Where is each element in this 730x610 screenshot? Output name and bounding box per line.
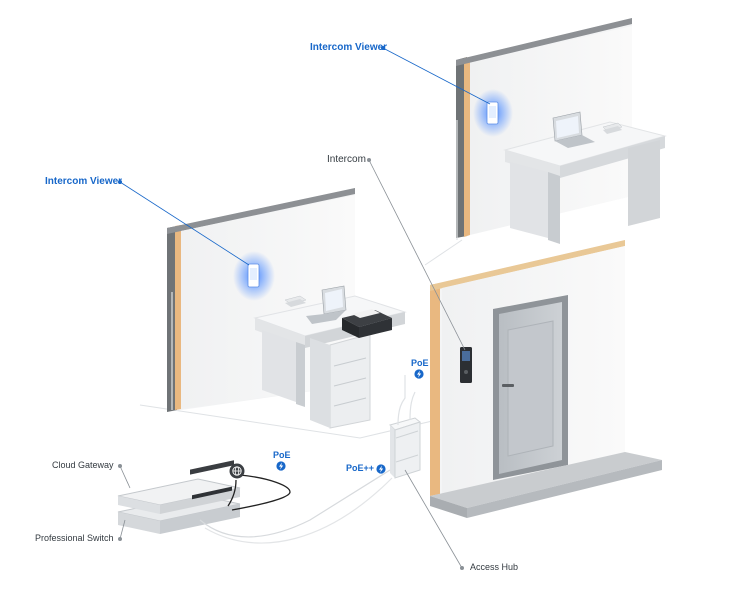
network-rack-stack [117,460,241,534]
intercom-viewer-label-right: Intercom Viewer [310,42,388,53]
intercom-viewer-device-right [473,89,513,137]
room-right [456,18,667,244]
switch-uplink-cable [231,474,291,511]
entrance-wall [430,240,662,518]
room-left [167,188,407,429]
access-hub-label: Access Hub [470,562,519,572]
poe-label-switch: PoE [273,450,291,460]
leader-lines [119,47,491,569]
poe-plus-plus-label: PoE++ [346,463,375,473]
globe-icon [229,463,245,479]
lightning-bolt-icon [376,464,386,474]
access-hub-device [389,375,422,479]
lightning-bolt-icon [414,369,424,379]
poe-cable-hub [199,469,391,538]
lightning-bolt-icon [276,461,286,471]
intercom-viewer-label-left: Intercom Viewer [45,176,123,187]
intercom-label: Intercom [327,154,366,165]
cloud-gateway-label: Cloud Gateway [52,460,114,470]
leader-dots [118,46,464,570]
poe-cable-hub-2 [204,477,393,544]
internet-cable [227,479,237,507]
professional-switch-label: Professional Switch [35,533,114,543]
poe-label-door: PoE [411,358,429,368]
intercom-viewer-device-left [233,251,275,301]
